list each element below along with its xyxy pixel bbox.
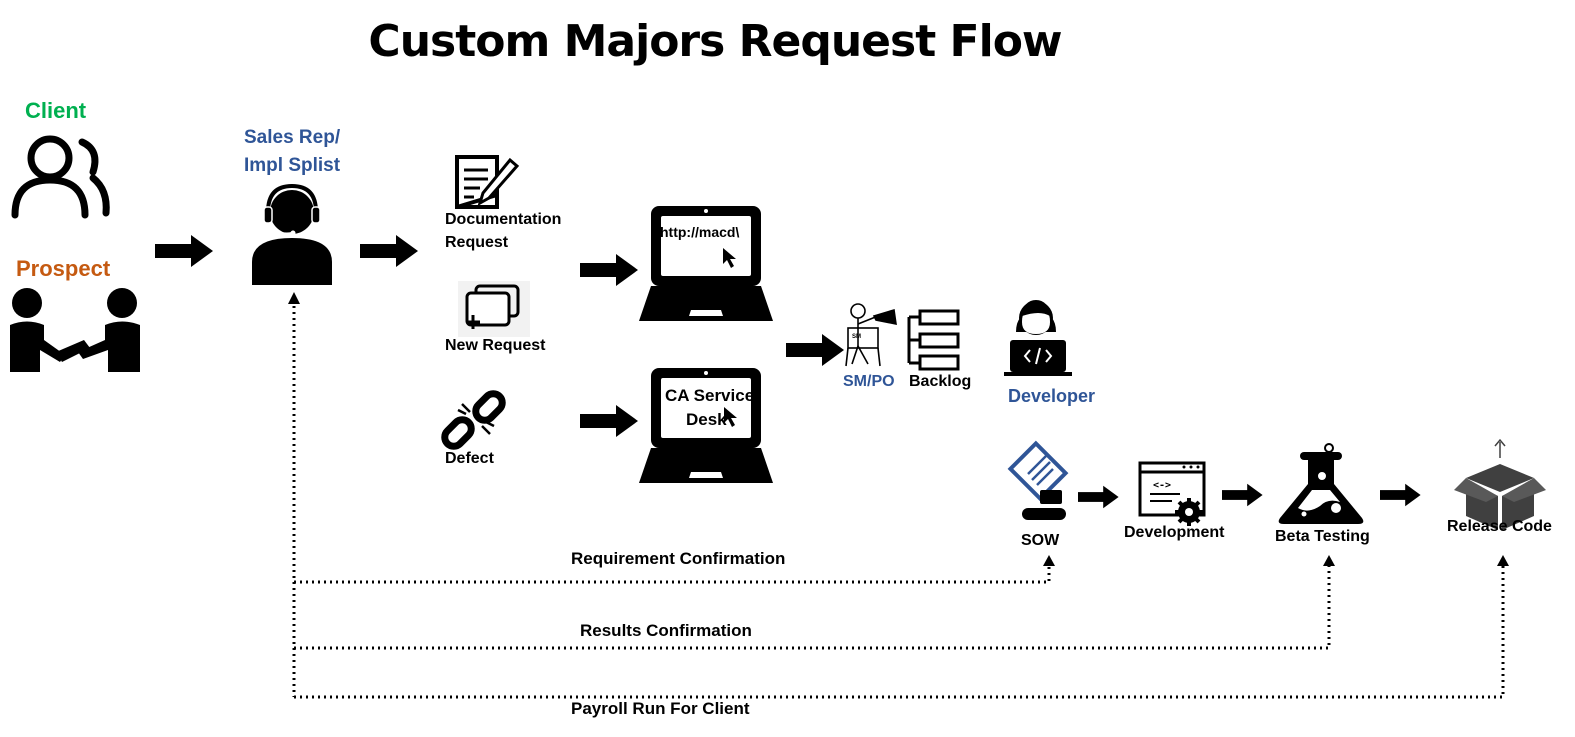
teacher-badge: SM (852, 334, 861, 340)
defect-label: Defect (445, 450, 494, 467)
developer-icon (1004, 300, 1072, 376)
arrow-right-icon (1222, 483, 1263, 507)
documentation-label: Documentation (445, 211, 562, 228)
feedback-lines (292, 300, 1505, 699)
sow-label: SOW (1021, 532, 1060, 549)
people-icon (11, 135, 110, 219)
service-desk-line1: CA Service (665, 386, 755, 405)
prospect-label: Prospect (16, 256, 111, 281)
arrow-right-icon (155, 235, 213, 267)
backlog-label: Backlog (909, 373, 972, 390)
client-label: Client (25, 98, 87, 123)
developer-label: Developer (1008, 386, 1096, 406)
service-desk-line2: Desk (686, 410, 727, 429)
page-title: Custom Majors Request Flow (368, 16, 1062, 67)
development-label: Development (1124, 524, 1225, 541)
teacher-icon (845, 303, 897, 367)
backlog-icon (907, 309, 960, 371)
arrow-right-icon (360, 235, 418, 267)
broken-link-icon (441, 390, 506, 450)
arrow-right-icon (580, 254, 638, 286)
arrow-right-icon (786, 334, 844, 366)
flask-icon (1278, 443, 1364, 524)
feedback-arrowheads (288, 292, 1509, 566)
sow-icon (1007, 440, 1069, 520)
arrow-right-icon (1380, 483, 1421, 507)
macd-url-text: http://macd\ (660, 224, 740, 240)
requirement-confirmation-label: Requirement Confirmation (571, 549, 786, 568)
code-settings-icon: <-> (1138, 461, 1206, 526)
arrow-right-icon (580, 405, 638, 437)
impl-splist-label: Impl Splist (244, 155, 341, 176)
handshake-icon (10, 288, 140, 372)
sm-po-label: SM/PO (843, 373, 895, 390)
payroll-run-label: Payroll Run For Client (571, 699, 750, 718)
sales-rep-label: Sales Rep/ (244, 127, 341, 148)
document-edit-icon (455, 155, 520, 209)
new-request-label: New Request (445, 337, 546, 354)
headset-agent-icon (252, 183, 332, 285)
box-icon (1454, 438, 1546, 530)
beta-testing-label: Beta Testing (1275, 528, 1370, 545)
request-label: Request (445, 234, 509, 251)
release-code-label: Release Code (1447, 518, 1552, 535)
arrow-right-icon (1078, 485, 1119, 509)
svg-text:<->: <-> (1153, 480, 1171, 491)
new-window-icon (458, 281, 530, 337)
results-confirmation-label: Results Confirmation (580, 621, 752, 640)
